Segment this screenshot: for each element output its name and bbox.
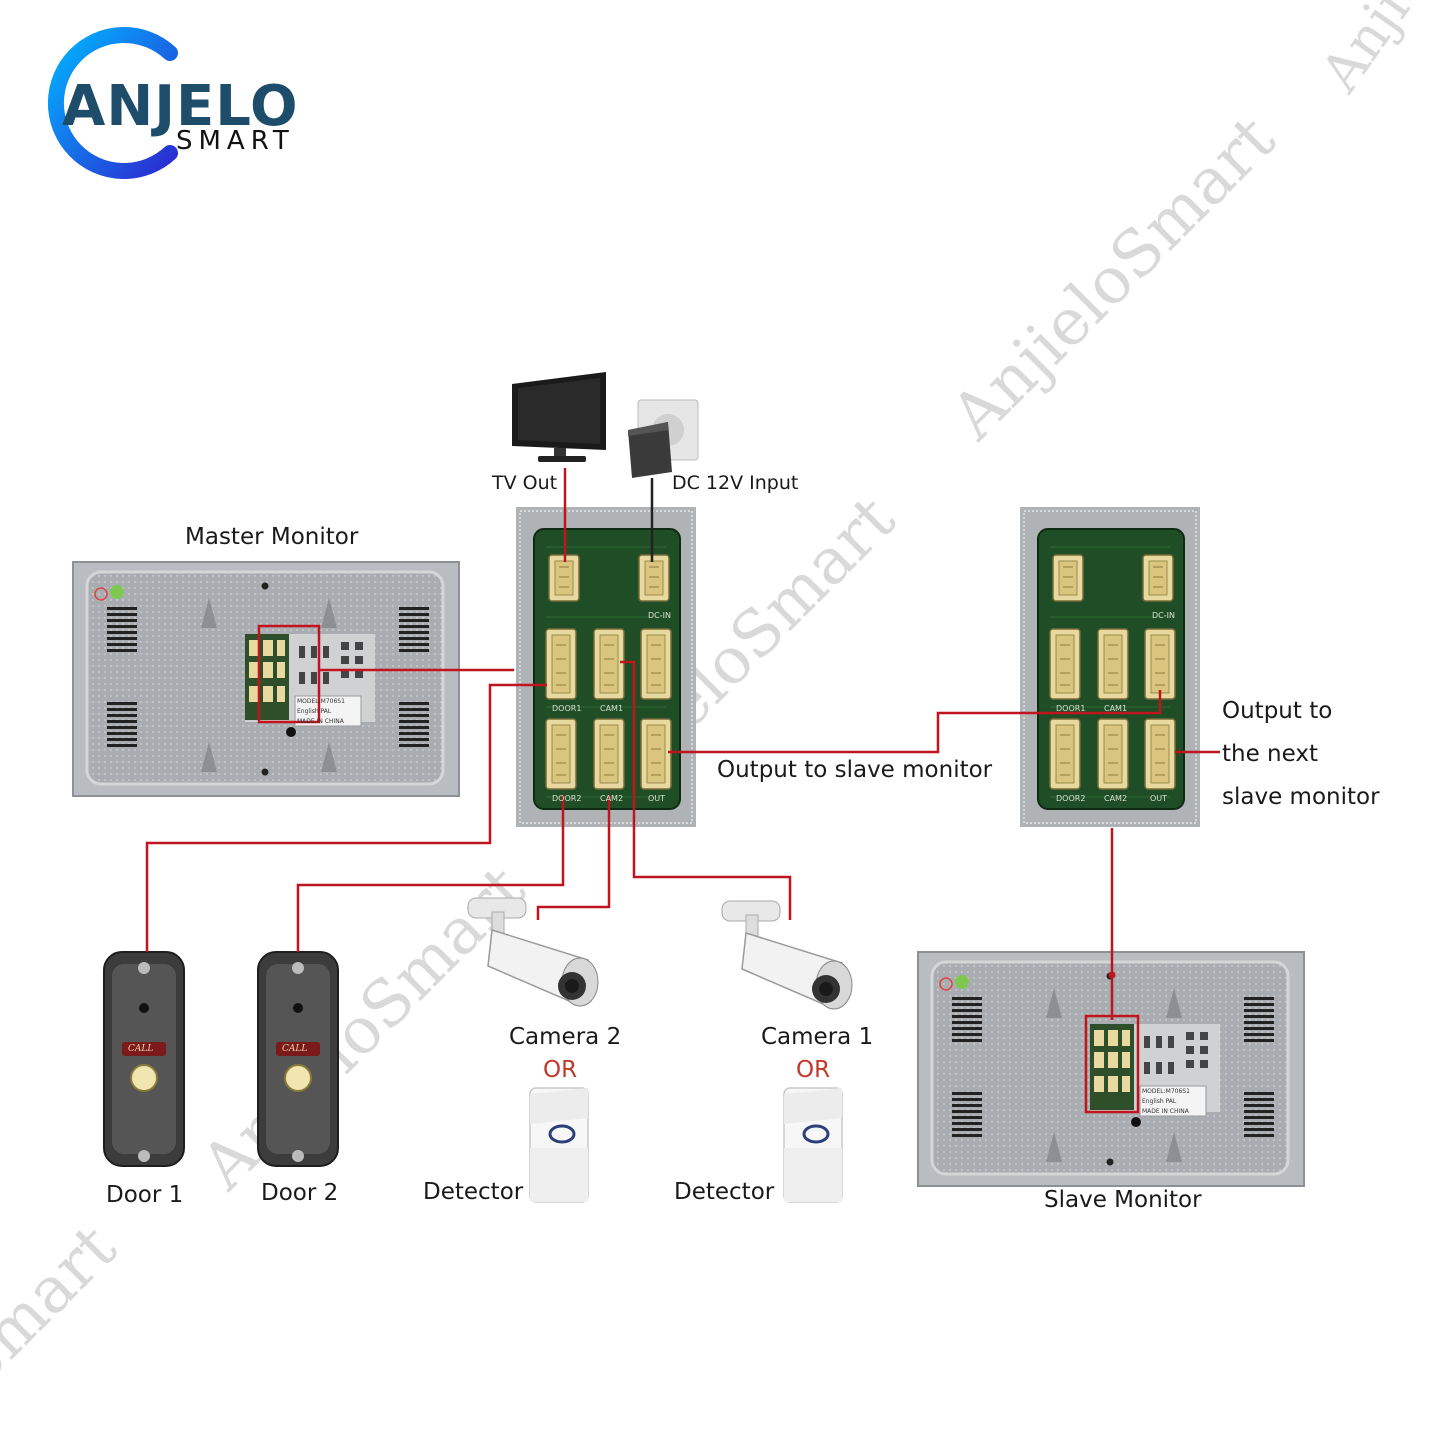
master-model-line1: MODEL:M706S1 <box>297 698 345 705</box>
tv-out-label: TV Out <box>492 472 558 494</box>
master-pcb-label-door1: DOOR1 <box>552 704 582 713</box>
logo-ring <box>47 27 178 179</box>
master-monitor-port-highlight <box>257 624 321 724</box>
master-model-line2: English PAL <box>297 708 332 715</box>
wire-junction-dot <box>1108 971 1116 979</box>
slave-model-line3: MADE IN CHINA <box>1142 1108 1189 1115</box>
master-pcb-label-cam2: CAM2 <box>600 794 624 803</box>
output-next-label-2: the next <box>1222 741 1319 767</box>
door1-call-label: CALL <box>128 1044 154 1054</box>
master-pcb-label-out: OUT <box>648 794 666 803</box>
slave-pcb-label-cam1: CAM1 <box>1104 704 1128 713</box>
door-station-1 <box>103 951 185 1167</box>
master-monitor-label: Master Monitor <box>185 524 359 550</box>
output-next-label-3: slave monitor <box>1222 784 1380 810</box>
wire-door2 <box>296 795 565 952</box>
wire-camera1 <box>620 660 792 920</box>
wire-output-slave <box>668 690 1162 754</box>
wire-door1 <box>145 683 547 952</box>
slave-monitor-label: Slave Monitor <box>1044 1187 1202 1213</box>
door1-label: Door 1 <box>106 1182 184 1208</box>
camera1-label: Camera 1 <box>761 1024 874 1050</box>
tv-icon <box>512 372 606 462</box>
master-model-line3: MADE IN CHINA <box>297 718 344 725</box>
camera-2-icon <box>467 897 599 1007</box>
door2-call-label: CALL <box>282 1044 308 1054</box>
dc-input-label: DC 12V Input <box>672 472 799 494</box>
door2-label: Door 2 <box>261 1180 339 1206</box>
brand-logo <box>47 27 178 179</box>
brand-sub: SMART <box>176 126 295 156</box>
detector2-label: Detector <box>423 1179 524 1205</box>
power-adapter-icon <box>628 399 699 478</box>
master-monitor <box>71 560 461 798</box>
camera1-or-label: OR <box>796 1057 831 1083</box>
detector-1-icon <box>783 1087 843 1203</box>
camera2-label: Camera 2 <box>509 1024 622 1050</box>
camera2-or-label: OR <box>543 1057 578 1083</box>
slave-pcb-label-door1: DOOR1 <box>1056 704 1086 713</box>
slave-model-line2: English PAL <box>1142 1098 1177 1105</box>
output-slave-label: Output to slave monitor <box>717 757 993 783</box>
slave-pcb-label-cam2: CAM2 <box>1104 794 1128 803</box>
slave-pcb-label-out: OUT <box>1150 794 1168 803</box>
master-pcb-label-door2: DOOR2 <box>552 794 582 803</box>
wire-camera2 <box>536 795 611 920</box>
output-next-label-1: Output to <box>1222 698 1333 724</box>
camera-1-icon <box>721 900 853 1010</box>
detector-2-icon <box>529 1087 589 1203</box>
slave-model-line1: MODEL:M706S1 <box>1142 1088 1190 1095</box>
master-pcb <box>515 506 697 828</box>
master-pcb-label-cam1: CAM1 <box>600 704 624 713</box>
brand-name: ANJELO <box>62 74 299 139</box>
slave-pcb <box>1019 506 1201 828</box>
master-pcb-label-dc-in: DC-IN <box>648 611 671 620</box>
slave-pcb-label-dc-in: DC-IN <box>1152 611 1175 620</box>
detector1-label: Detector <box>674 1179 775 1205</box>
wires <box>145 468 1220 1020</box>
slave-pcb-label-door2: DOOR2 <box>1056 794 1086 803</box>
door-station-2 <box>257 951 339 1167</box>
